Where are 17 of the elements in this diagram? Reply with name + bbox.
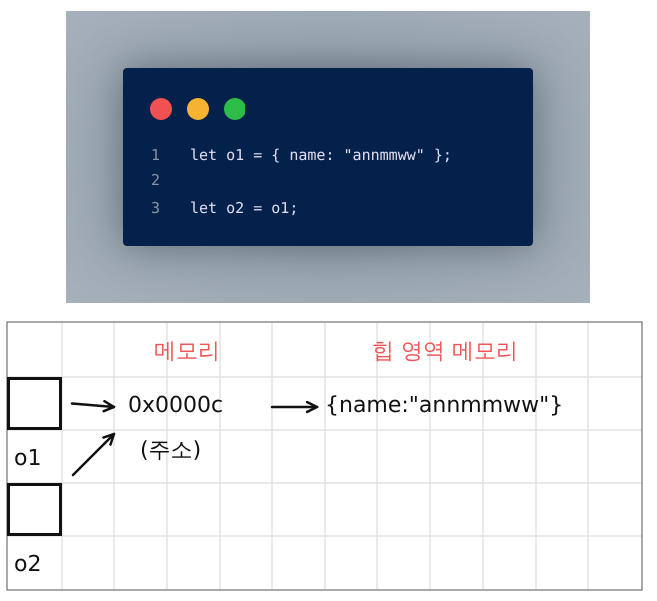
line-number: 3 [151, 199, 160, 217]
variable-name: o1 [14, 445, 42, 473]
line-number: 1 [151, 146, 160, 164]
variable-name: o2 [14, 551, 42, 579]
object-value: {name:"annmmww"} [325, 392, 564, 420]
section-heading: 힙 영역 메모리 [372, 338, 518, 366]
section-heading: 메모리 [154, 338, 220, 366]
code-line: let o2 = o1; [190, 199, 298, 217]
line-number: 2 [151, 171, 160, 189]
address-note: (주소) [140, 437, 202, 465]
arrow [72, 432, 116, 476]
memory-box [7, 377, 62, 430]
address-value: 0x0000c [128, 392, 224, 420]
memory-box [7, 483, 62, 536]
arrow [270, 400, 318, 414]
code-line: let o1 = { name: "annmmww" }; [190, 146, 452, 164]
arrow [70, 400, 116, 412]
